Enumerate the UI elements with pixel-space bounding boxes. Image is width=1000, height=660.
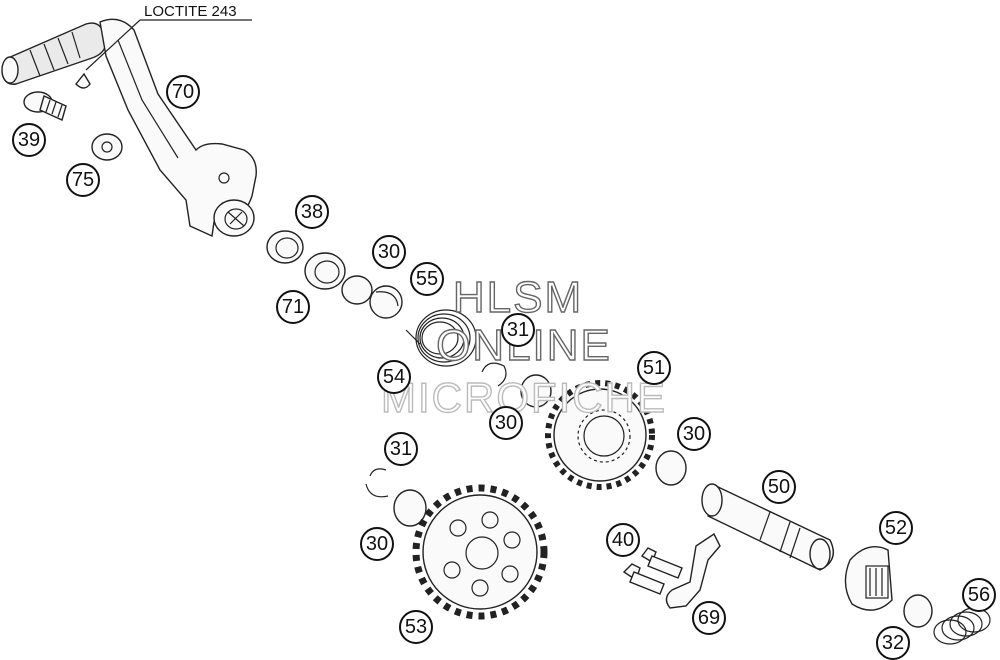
svg-text:32: 32 <box>882 632 904 654</box>
loctite-leader <box>85 19 252 71</box>
washer-30-part-a <box>341 275 373 305</box>
callout-30-upper: 30 <box>372 235 406 269</box>
svg-text:39: 39 <box>18 129 40 151</box>
callout-56: 56 <box>962 578 996 612</box>
callout-30-lower: 30 <box>360 527 394 561</box>
callout-50: 50 <box>762 470 796 504</box>
washer-30-part-c <box>655 450 687 486</box>
loctite-note: LOCTITE 243 <box>144 3 237 20</box>
bush-71-part <box>304 252 346 290</box>
callout-70: 70 <box>166 75 200 109</box>
washer-32-part <box>903 594 933 628</box>
spring-56-part <box>933 607 991 645</box>
callout-40: 40 <box>606 523 640 557</box>
kick-grip <box>1 22 107 85</box>
callout-55: 55 <box>410 262 444 296</box>
callout-75: 75 <box>66 163 100 197</box>
svg-text:52: 52 <box>885 517 907 539</box>
kick-shaft-50-part <box>701 483 834 571</box>
svg-text:31: 31 <box>507 319 529 341</box>
callout-52: 52 <box>879 511 913 545</box>
kick-lever-part <box>1 18 257 238</box>
callout-38: 38 <box>295 195 329 229</box>
svg-text:50: 50 <box>768 476 790 498</box>
ratchet-guide-69-part <box>665 532 721 609</box>
svg-text:75: 75 <box>72 169 94 191</box>
svg-text:30: 30 <box>366 533 388 555</box>
svg-text:71: 71 <box>282 296 304 318</box>
washer-30-part-b <box>520 374 552 408</box>
svg-text:53: 53 <box>405 616 427 638</box>
bolt-39-part <box>23 91 67 121</box>
svg-text:40: 40 <box>612 529 634 551</box>
svg-text:70: 70 <box>172 81 194 103</box>
circlip-31-part-a <box>481 362 507 387</box>
seal-38-part <box>266 230 304 264</box>
loctite-wedge <box>75 72 91 89</box>
callout-69: 69 <box>692 601 726 635</box>
callout-51: 51 <box>637 351 671 385</box>
svg-text:54: 54 <box>383 366 405 388</box>
callout-39: 39 <box>12 123 46 157</box>
spring-guide-55-part <box>369 285 403 319</box>
circlip-31-part-b <box>365 468 389 498</box>
svg-text:51: 51 <box>643 357 665 379</box>
ratchet-52-part <box>844 546 893 611</box>
svg-text:38: 38 <box>301 201 323 223</box>
svg-text:55: 55 <box>416 268 438 290</box>
svg-text:69: 69 <box>698 607 720 629</box>
callout-30-right: 30 <box>677 417 711 451</box>
callout-30-middle: 30 <box>489 406 523 440</box>
washer-75-part <box>91 133 123 161</box>
watermark-line3: MICROFICHE <box>381 374 667 421</box>
callout-31-lower: 31 <box>384 432 418 466</box>
callout-54: 54 <box>377 360 411 394</box>
svg-text:31: 31 <box>390 438 412 460</box>
svg-text:30: 30 <box>495 412 517 434</box>
washer-30-part-d <box>393 489 427 527</box>
gear-53-part <box>412 484 548 620</box>
callout-71: 71 <box>276 290 310 324</box>
callout-32: 32 <box>876 626 910 660</box>
gear-51-part <box>545 380 655 490</box>
watermark: HLSM ONLINE MICROFICHE <box>380 272 667 421</box>
svg-text:30: 30 <box>683 423 705 445</box>
svg-text:30: 30 <box>378 241 400 263</box>
kick-spring-54-part <box>405 309 477 367</box>
svg-text:56: 56 <box>968 584 990 606</box>
callout-53: 53 <box>399 610 433 644</box>
callout-31-upper: 31 <box>501 313 535 347</box>
bolts-40-part <box>622 547 683 595</box>
